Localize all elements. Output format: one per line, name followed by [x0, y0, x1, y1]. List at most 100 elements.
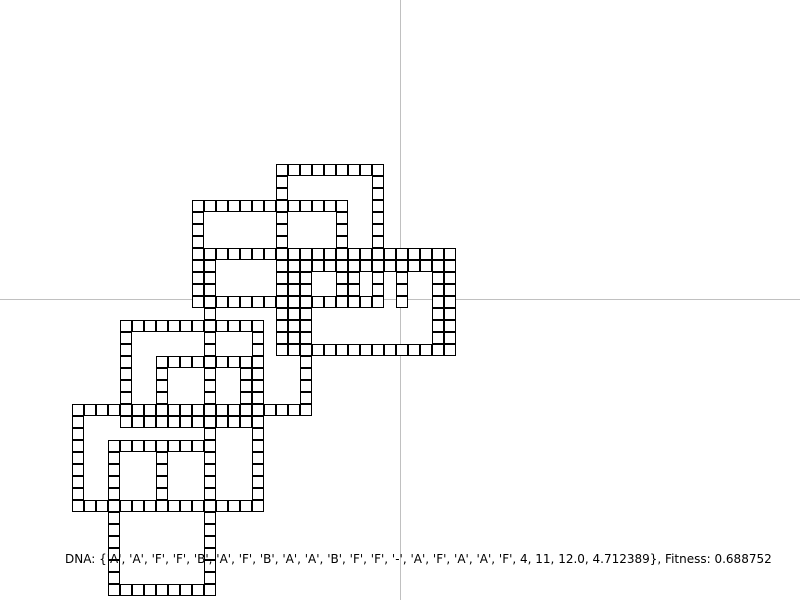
grid-cell — [180, 356, 192, 368]
grid-cell — [228, 416, 240, 428]
grid-cell — [228, 296, 240, 308]
grid-cell — [336, 260, 348, 272]
grid-cell — [180, 416, 192, 428]
grid-cell — [108, 440, 120, 452]
grid-cell — [108, 488, 120, 500]
grid-cell — [204, 572, 216, 584]
grid-cell — [180, 584, 192, 596]
grid-cell — [72, 428, 84, 440]
grid-cell — [312, 344, 324, 356]
grid-cell — [312, 296, 324, 308]
grid-cell — [324, 260, 336, 272]
grid-cell — [360, 260, 372, 272]
grid-cell — [324, 200, 336, 212]
grid-cell — [432, 344, 444, 356]
grid-cell — [360, 296, 372, 308]
grid-cell — [348, 284, 360, 296]
grid-cell — [264, 296, 276, 308]
grid-cell — [204, 260, 216, 272]
grid-cell — [192, 440, 204, 452]
grid-cell — [204, 368, 216, 380]
grid-cell — [348, 260, 360, 272]
grid-cell — [108, 476, 120, 488]
grid-cell — [348, 248, 360, 260]
dna-fitness-readout: DNA: {'A', 'A', 'F', 'F', 'B', 'A', 'F',… — [65, 552, 772, 566]
grid-cell — [120, 404, 132, 416]
grid-cell — [204, 320, 216, 332]
grid-cell — [372, 200, 384, 212]
grid-cell — [120, 344, 132, 356]
grid-cell — [192, 356, 204, 368]
grid-cell — [252, 488, 264, 500]
grid-cell — [72, 476, 84, 488]
grid-cell — [252, 464, 264, 476]
grid-cell — [432, 260, 444, 272]
grid-cell — [288, 332, 300, 344]
grid-cell — [288, 164, 300, 176]
grid-cell — [192, 584, 204, 596]
grid-cell — [120, 368, 132, 380]
grid-cell — [168, 356, 180, 368]
grid-cell — [336, 200, 348, 212]
grid-cell — [216, 416, 228, 428]
grid-cell — [432, 320, 444, 332]
grid-cell — [336, 272, 348, 284]
grid-cell — [276, 164, 288, 176]
grid-cell — [336, 236, 348, 248]
grid-cell — [84, 500, 96, 512]
grid-cell — [72, 452, 84, 464]
grid-cell — [108, 512, 120, 524]
grid-cell — [72, 416, 84, 428]
grid-cell — [360, 248, 372, 260]
grid-cell — [108, 536, 120, 548]
grid-cell — [240, 416, 252, 428]
grid-cell — [276, 308, 288, 320]
grid-cell — [156, 404, 168, 416]
grid-cell — [288, 308, 300, 320]
grid-cell — [240, 320, 252, 332]
grid-cell — [144, 404, 156, 416]
grid-cell — [84, 404, 96, 416]
grid-cell — [108, 548, 120, 560]
grid-cell — [204, 428, 216, 440]
grid-cell — [252, 320, 264, 332]
grid-cell — [204, 584, 216, 596]
grid-cell — [216, 320, 228, 332]
grid-cell — [372, 284, 384, 296]
grid-cell — [240, 404, 252, 416]
grid-cell — [120, 356, 132, 368]
grid-cell — [204, 524, 216, 536]
grid-cell — [204, 440, 216, 452]
grid-cell — [360, 164, 372, 176]
grid-cell — [252, 416, 264, 428]
grid-cell — [432, 284, 444, 296]
grid-cell — [396, 284, 408, 296]
grid-cell — [348, 296, 360, 308]
grid-cell — [132, 416, 144, 428]
grid-cell — [312, 200, 324, 212]
grid-cell — [324, 248, 336, 260]
grid-cell — [300, 200, 312, 212]
grid-cell — [228, 404, 240, 416]
grid-cell — [156, 416, 168, 428]
grid-cell — [180, 440, 192, 452]
grid-cell — [72, 488, 84, 500]
grid-cell — [96, 404, 108, 416]
grid-cell — [252, 380, 264, 392]
grid-cell — [156, 452, 168, 464]
grid-cell — [204, 284, 216, 296]
grid-cell — [432, 308, 444, 320]
grid-cell — [240, 200, 252, 212]
grid-cell — [372, 260, 384, 272]
grid-cell — [336, 224, 348, 236]
grid-cell — [408, 344, 420, 356]
grid-cell — [156, 584, 168, 596]
grid-cell — [204, 308, 216, 320]
grid-cell — [192, 236, 204, 248]
grid-cell — [276, 284, 288, 296]
grid-cell — [192, 200, 204, 212]
grid-cell — [204, 512, 216, 524]
grid-cell — [180, 404, 192, 416]
grid-cell — [276, 272, 288, 284]
